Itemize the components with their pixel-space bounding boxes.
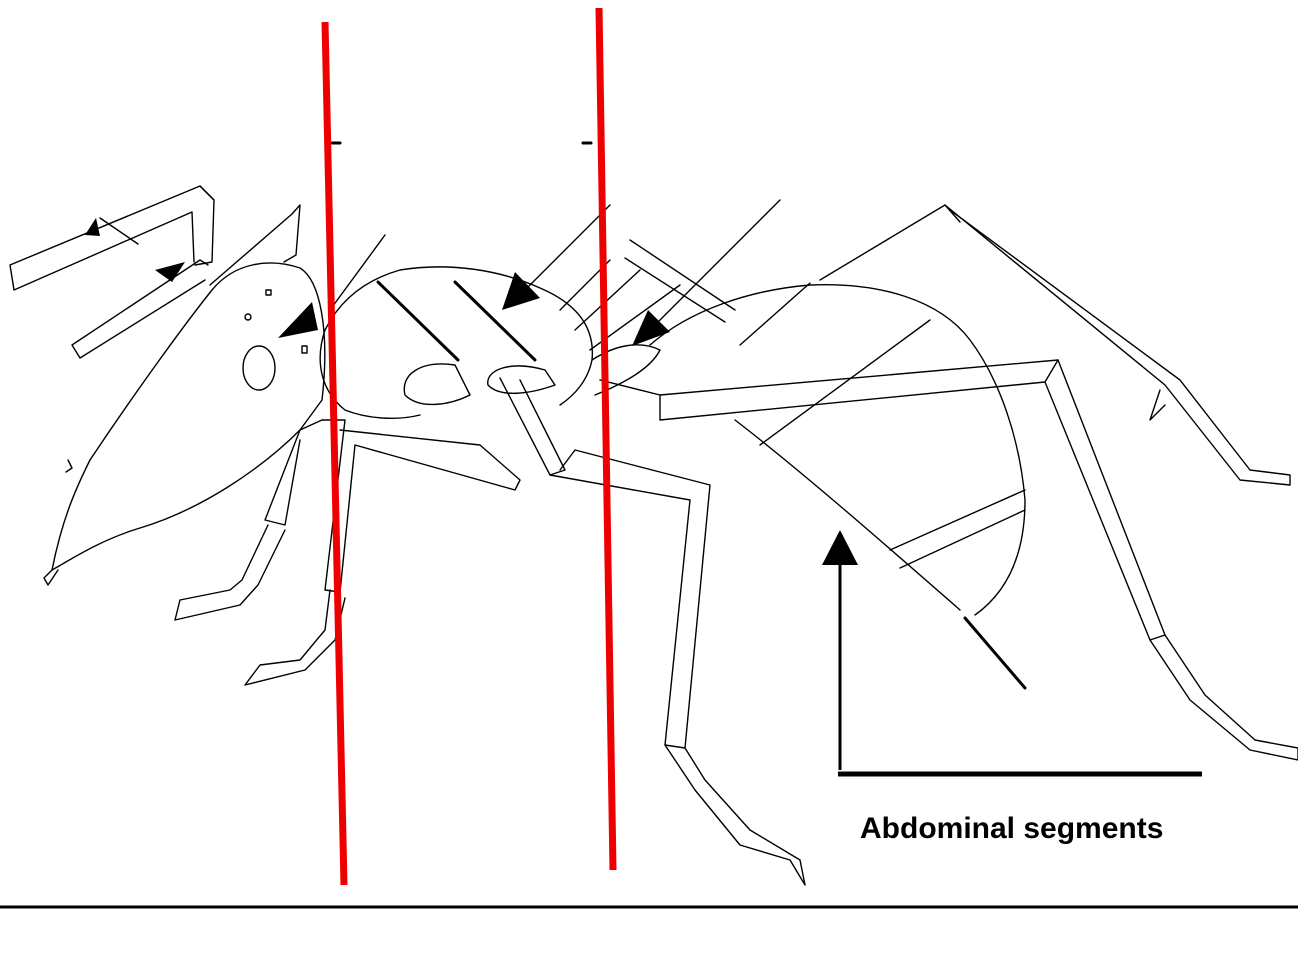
ant-head [10,186,325,585]
arrow-antenna-1-icon [155,262,185,282]
ant-thorax [320,267,660,418]
abdominal-segments-label: Abdominal segments [860,812,1163,845]
arrow-thorax-icon [502,272,540,310]
divider-thorax-abdomen [599,8,613,870]
abdominal-segments-annotation: Abdominal segments [822,530,1202,845]
arrow-head-icon [278,302,318,338]
pointer-lines [85,143,780,346]
up-arrow-icon [822,530,858,565]
arrow-antenna-2-icon [85,218,100,236]
